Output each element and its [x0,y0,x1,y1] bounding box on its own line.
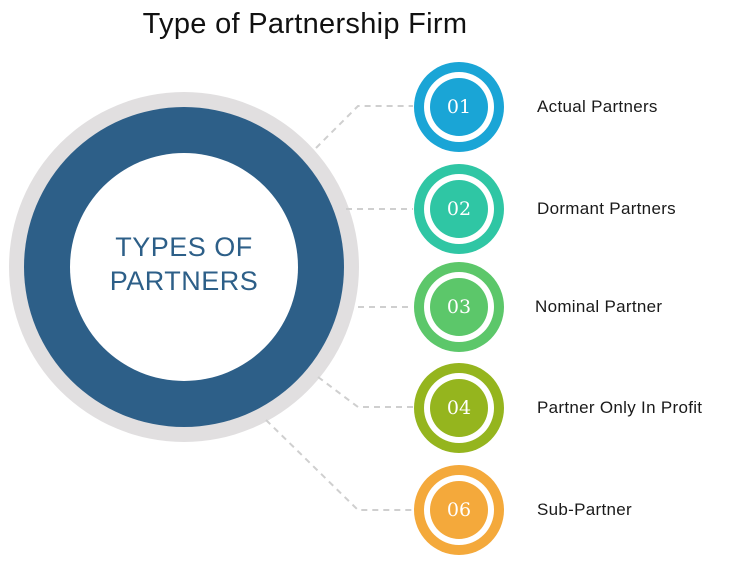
badge-01: 01 [414,62,504,152]
connector-01 [315,105,413,149]
hub-label-line1: TYPES OF [115,232,253,262]
item-label-partner-only-in-profit: Partner Only In Profit [537,398,703,417]
badge-number: 06 [430,481,488,539]
badge-number: 01 [430,78,488,136]
badge-04: 04 [414,363,504,453]
item-label-nominal-partner: Nominal Partner [535,297,663,316]
badge-06: 06 [414,465,504,555]
badge-number: 03 [430,278,488,336]
hub-label: TYPES OF PARTNERS [78,230,290,298]
badge-02: 02 [414,164,504,254]
connector-06 [265,419,413,511]
badge-number: 02 [430,180,488,238]
connector-04 [317,376,413,408]
hub-center [70,153,298,381]
page-title: Type of Partnership Firm [142,8,468,40]
badge-number: 04 [430,379,488,437]
item-label-actual-partners: Actual Partners [537,97,658,116]
item-label-dormant-partners: Dormant Partners [537,199,676,218]
hub-label-line2: PARTNERS [109,266,259,296]
badge-03: 03 [414,262,504,352]
item-label-sub-partner: Sub-Partner [537,500,632,519]
